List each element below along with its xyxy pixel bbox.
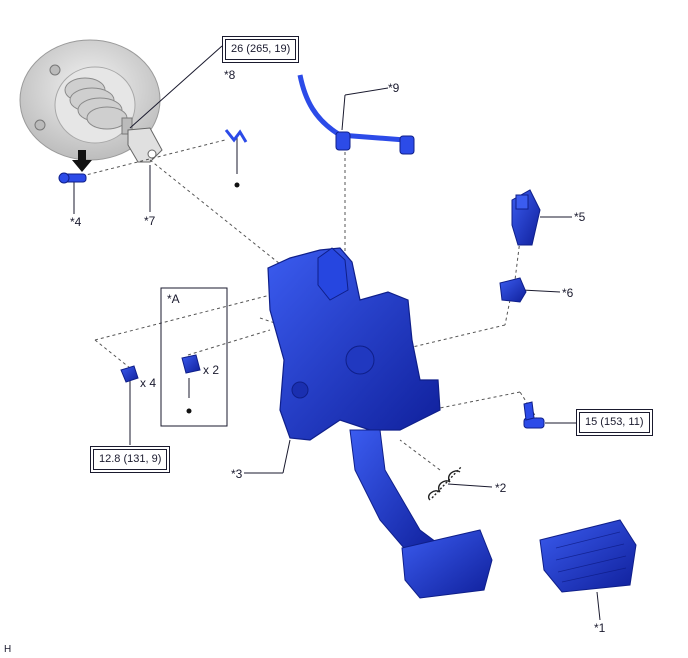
quantity-x4: x 4 (140, 376, 157, 390)
brake-line (297, 74, 415, 155)
torque-value: 26 (265, 19) (225, 39, 297, 60)
torque-spec-15: 15 (153, 11) (576, 409, 653, 436)
switch-holder (499, 277, 527, 303)
clevis-part (127, 127, 163, 163)
quantity-x2: x 2 (203, 363, 220, 377)
brake-booster (19, 39, 161, 161)
view-a-frame (160, 287, 228, 427)
torque-spec-12-8: 12.8 (131, 9) (90, 446, 171, 473)
callout-6: *6 (562, 286, 574, 300)
bullet-dot-icon (234, 182, 240, 188)
callout-3: *3 (231, 467, 243, 481)
brake-pedal-assembly (267, 247, 493, 599)
bushing-part (181, 354, 201, 374)
callout-a: *A (167, 292, 180, 306)
callout-9: *9 (388, 81, 400, 95)
callout-5: *5 (574, 210, 586, 224)
callout-7: *7 (144, 214, 156, 228)
callout-1: *1 (594, 621, 606, 635)
leader-lines (73, 45, 601, 621)
bolt-part (523, 401, 545, 429)
pin-bolt (58, 172, 87, 184)
callout-4: *4 (70, 215, 82, 229)
bullet-dot-icon (186, 408, 192, 414)
callout-2: *2 (495, 481, 507, 495)
return-spring (428, 465, 463, 501)
callout-8: *8 (224, 68, 236, 82)
clip-part (224, 129, 248, 143)
nut-part (120, 365, 139, 383)
torque-value: 15 (153, 11) (579, 412, 650, 433)
pedal-pad (539, 519, 637, 593)
torque-value: 12.8 (131, 9) (93, 449, 168, 470)
install-arrow-icon (72, 150, 92, 172)
stop-lamp-switch (511, 189, 541, 246)
figure-code: H (4, 644, 12, 655)
torque-spec-26: 26 (265, 19) (222, 36, 300, 63)
